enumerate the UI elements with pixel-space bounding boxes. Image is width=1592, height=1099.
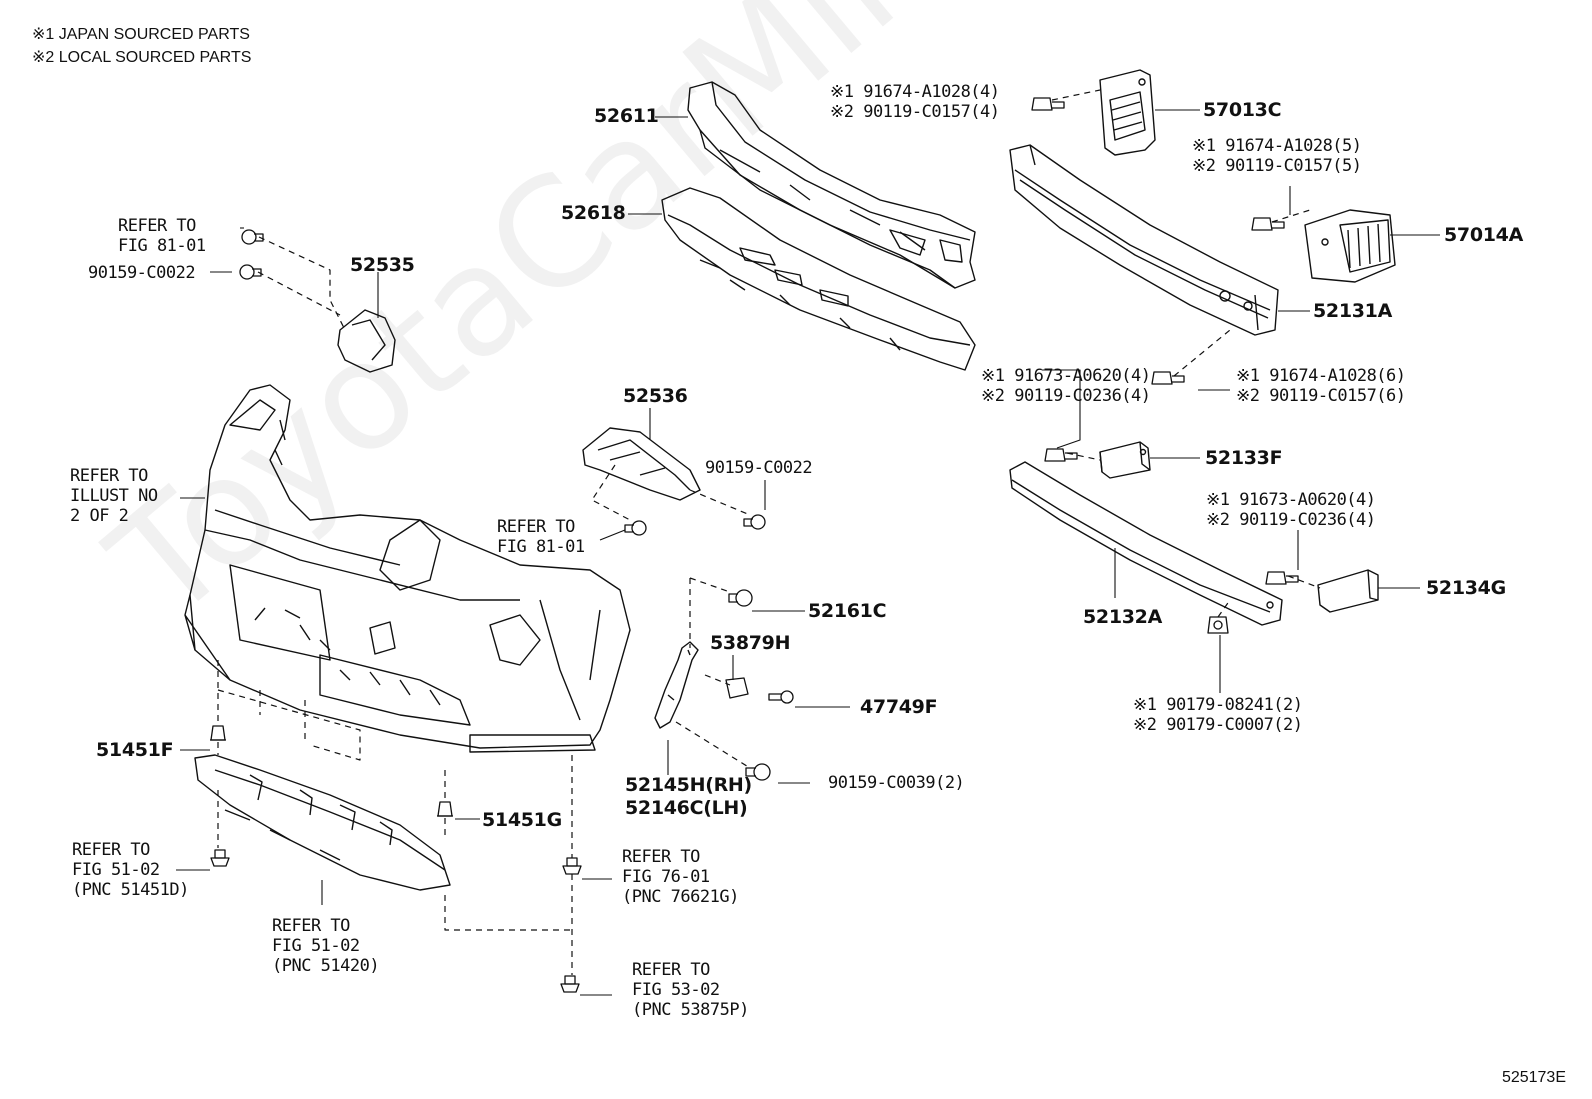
- part-57014a[interactable]: 57014A: [1444, 224, 1524, 246]
- bolt-0620b-local[interactable]: ※2 90119-C0236(4): [1206, 510, 1376, 530]
- fastener-symbols: [210, 97, 1299, 993]
- bracket-57013c-drawing: [1099, 69, 1156, 156]
- part-52611[interactable]: 52611: [594, 105, 659, 127]
- bracket-52536-drawing: [582, 427, 701, 501]
- part-52618[interactable]: 52618: [561, 202, 626, 224]
- part-51451g[interactable]: 51451G: [482, 809, 562, 831]
- part-52132a[interactable]: 52132A: [1083, 606, 1163, 628]
- nut-japan[interactable]: ※1 90179-08241(2): [1133, 695, 1303, 715]
- part-47749f[interactable]: 47749F: [860, 696, 938, 718]
- bolt-0620a-local[interactable]: ※2 90119-C0236(4): [981, 386, 1151, 406]
- part-52535[interactable]: 52535: [350, 254, 415, 276]
- ref-fig-76-01[interactable]: REFER TO FIG 76-01 (PNC 76621G): [622, 847, 739, 907]
- bolt-top-local[interactable]: ※2 90119-C0157(4): [830, 102, 1000, 122]
- ref-fig-81-01-top[interactable]: REFER TO FIG 81-01: [118, 216, 206, 256]
- part-52133f[interactable]: 52133F: [1205, 447, 1283, 469]
- part-52131a[interactable]: 52131A: [1313, 300, 1393, 322]
- part-51451f[interactable]: 51451F: [96, 739, 174, 761]
- arm-52134g-drawing: [1317, 569, 1379, 613]
- ref-fig-53-02[interactable]: REFER TO FIG 53-02 (PNC 53875P): [632, 960, 749, 1020]
- bolt-0620b-japan[interactable]: ※1 91673-A0620(4): [1206, 490, 1376, 510]
- screw-90159-c0022-right[interactable]: 90159-C0022: [705, 458, 813, 478]
- absorber-52618-drawing: [661, 187, 976, 371]
- part-52146c-lh[interactable]: 52146C(LH): [625, 797, 748, 819]
- arm-52133f-drawing: [1099, 441, 1151, 479]
- nut-local[interactable]: ※2 90179-C0007(2): [1133, 715, 1303, 735]
- part-57013c[interactable]: 57013C: [1203, 99, 1282, 121]
- leader-lines: [176, 109, 1440, 996]
- impact-absorber-52611-drawing: [687, 81, 976, 289]
- dashed-connectors: [217, 89, 1321, 975]
- side-support-drawing: [654, 641, 699, 729]
- part-52161c[interactable]: 52161C: [808, 600, 887, 622]
- figure-code: 525173E: [1501, 1069, 1566, 1086]
- bolt-top-japan[interactable]: ※1 91674-A1028(4): [830, 82, 1000, 102]
- reinforcement-52132a-drawing: [1009, 461, 1283, 626]
- ref-fig-81-01-center[interactable]: REFER TO FIG 81-01: [497, 517, 585, 557]
- part-52145h-rh[interactable]: 52145H(RH): [625, 774, 752, 796]
- bolt-57014-local[interactable]: ※2 90119-C0157(5): [1192, 156, 1362, 176]
- legend-japan-sourced: ※1 JAPAN SOURCED PARTS: [32, 26, 250, 43]
- part-52536[interactable]: 52536: [623, 385, 688, 407]
- bumper-cover-drawing: [184, 384, 631, 753]
- bracket-57014a-drawing: [1304, 209, 1396, 283]
- part-53879h[interactable]: 53879H: [710, 632, 791, 654]
- screw-90159-c0022-left[interactable]: 90159-C0022: [88, 263, 196, 283]
- part-52134g[interactable]: 52134G: [1426, 577, 1506, 599]
- bracket-52535-drawing: [337, 309, 396, 373]
- bolt-57014-japan[interactable]: ※1 91674-A1028(5): [1192, 136, 1362, 156]
- reinforcement-52131a-drawing: [1009, 144, 1279, 336]
- screw-90159-c0039[interactable]: 90159-C0039(2): [828, 773, 965, 793]
- bolt-6-local[interactable]: ※2 90119-C0157(6): [1236, 386, 1406, 406]
- ref-fig-51-02-51420[interactable]: REFER TO FIG 51-02 (PNC 51420): [272, 916, 380, 976]
- legend-local-sourced: ※2 LOCAL SOURCED PARTS: [32, 49, 252, 66]
- lower-absorber-drawing: [194, 754, 451, 891]
- ref-illust-2-of-2[interactable]: REFER TO ILLUST NO 2 OF 2: [70, 466, 158, 526]
- bolt-0620a-japan[interactable]: ※1 91673-A0620(4): [981, 366, 1151, 386]
- bolt-6-japan[interactable]: ※1 91674-A1028(6): [1236, 366, 1406, 386]
- ref-fig-51-02-51451d[interactable]: REFER TO FIG 51-02 (PNC 51451D): [72, 840, 189, 900]
